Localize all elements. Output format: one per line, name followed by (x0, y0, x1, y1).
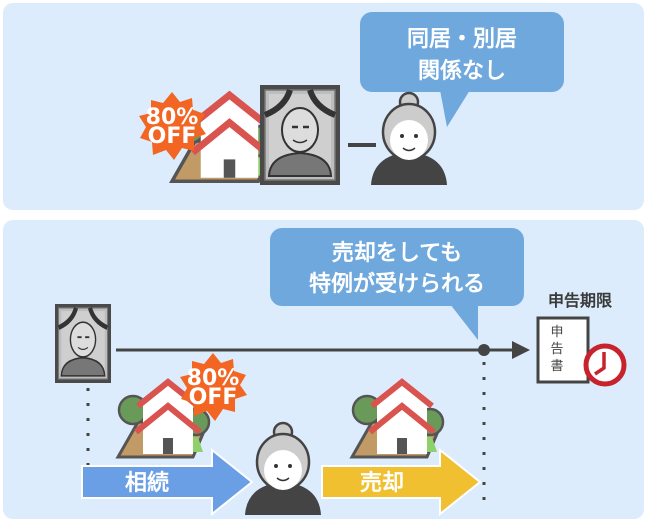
discount-badge-icon: 80% OFF (180, 353, 247, 421)
sell-arrow: 売却 (321, 447, 482, 517)
doc-char: 告 (550, 342, 563, 357)
doc-char: 申 (550, 325, 563, 340)
bottom-speech-bubble: 売却をしても 特例が受けられる (270, 228, 524, 340)
bottom-bubble-line2: 特例が受けられる (309, 271, 485, 297)
inherit-arrow: 相続 (81, 447, 254, 517)
badge-line1: 80% (187, 366, 240, 391)
sale-point-marker (478, 344, 490, 356)
clock-icon (583, 343, 627, 387)
inherit-label: 相続 (125, 470, 169, 496)
doc-char: 書 (550, 359, 563, 374)
badge-line1: 80% (146, 105, 199, 130)
top-speech-bubble: 同居・別居 関係なし (360, 12, 564, 127)
timeline-arrowhead (512, 341, 530, 359)
top-bubble-line1: 同居・別居 (407, 27, 517, 52)
sell-label: 売却 (360, 470, 404, 496)
tax-return-document-icon: 申 告 書 (536, 316, 590, 384)
badge-line2: OFF (189, 385, 238, 410)
bottom-bubble-line1: 売却をしても (332, 240, 462, 266)
discount-badge-icon: 80% OFF (139, 92, 206, 160)
badge-line2: OFF (148, 124, 197, 149)
deceased-portrait-icon (260, 85, 340, 185)
top-bubble-line2: 関係なし (418, 59, 506, 84)
deadline-label: 申告期限 (548, 291, 613, 310)
deceased-portrait-icon (55, 304, 111, 383)
